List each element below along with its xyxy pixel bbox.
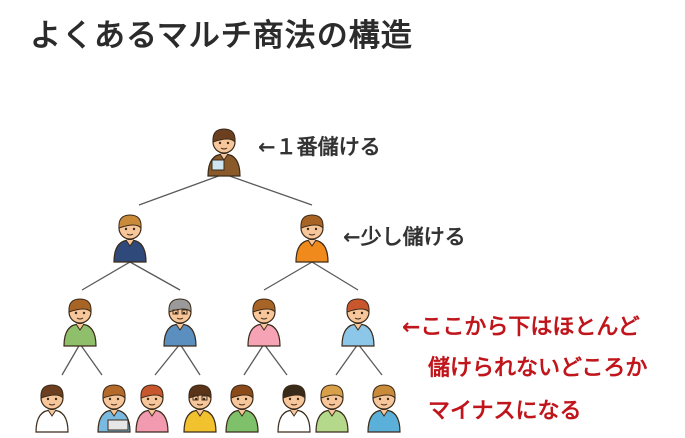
woman-icon — [315, 384, 349, 433]
karate-man-icon — [35, 384, 69, 433]
man-icon — [295, 214, 329, 263]
woman-icon — [135, 384, 169, 433]
people-layer — [35, 128, 401, 433]
connector-line — [223, 173, 313, 206]
annotation-second-level: ←少し儲ける — [343, 225, 466, 249]
connector-line — [335, 343, 359, 376]
woman-icon — [341, 298, 375, 347]
woman-laptop-icon — [97, 384, 131, 433]
connector-line — [243, 343, 265, 376]
woman-icon — [225, 384, 259, 433]
connector-line — [263, 343, 288, 376]
connector-line — [61, 343, 81, 376]
connector-line — [179, 343, 201, 376]
annotation-lower-line3: マイナスになる — [428, 399, 582, 424]
connector-line — [311, 261, 359, 291]
annotation-top-earner: ←１番儲ける — [258, 135, 381, 159]
connector-line — [79, 343, 103, 376]
old-man-icon — [163, 298, 197, 347]
annotation-lower-line2: 儲けられないどころか — [428, 356, 648, 381]
man-reading-book-icon — [207, 128, 241, 177]
connector-line — [138, 173, 225, 206]
connector-line — [263, 261, 313, 291]
woman-icon — [63, 298, 97, 347]
woman-icon — [247, 298, 281, 347]
woman-icon — [113, 214, 147, 263]
connector-line — [154, 343, 181, 376]
woman-icon — [367, 384, 401, 433]
tree-connectors — [61, 173, 383, 376]
connector-line — [357, 343, 383, 376]
page-title: よくあるマルチ商法の構造 — [30, 18, 413, 54]
annotation-lower-line1: ←ここから下はほとんど — [402, 315, 640, 340]
man-glasses-icon — [183, 384, 217, 433]
doctor-icon — [277, 384, 311, 433]
connector-line — [81, 261, 131, 291]
connector-line — [129, 261, 181, 291]
